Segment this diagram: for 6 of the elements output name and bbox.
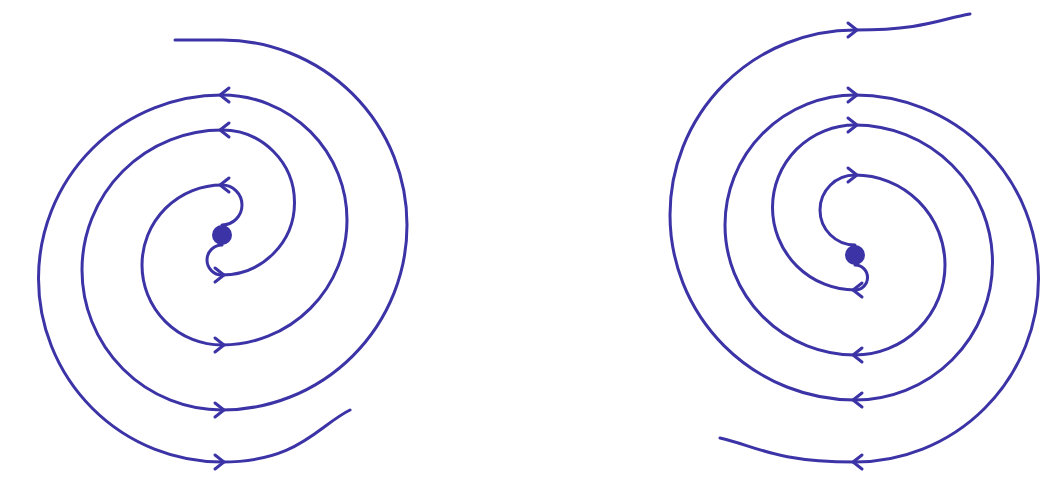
trajectory-arrow [80,121,296,419]
fixed-point-dot [212,225,232,245]
trajectory-arrow [668,21,994,409]
fixed-point-dot [845,245,865,265]
trajectory-arrow [37,86,349,471]
trajectory-arrow [723,86,1040,471]
